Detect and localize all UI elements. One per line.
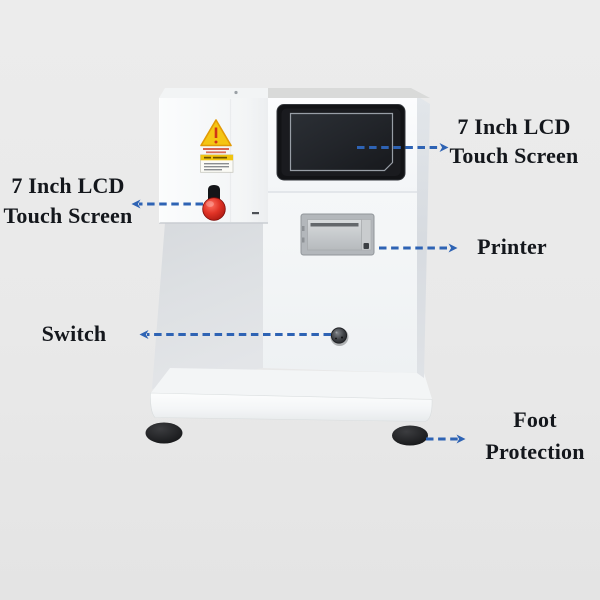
touch-screen: [276, 104, 406, 181]
label-line: Foot: [513, 407, 557, 432]
label-line: 7 Inch LCD: [457, 114, 571, 139]
label-line: Touch Screen: [3, 202, 133, 228]
label-lcd-touch-screen-left: 7 Inch LCD Touch Screen: [0, 171, 139, 230]
label-printer: Printer: [477, 234, 547, 259]
printer-feed-button: [363, 243, 369, 249]
base-front-face: [150, 392, 433, 422]
machine-base: [150, 368, 433, 422]
top-vent-dot: [234, 90, 238, 95]
machine-top-face-left: [159, 88, 268, 98]
machine-inner-wall: [152, 210, 263, 389]
label-line: 7 Inch LCD: [11, 173, 125, 198]
label-switch: Switch: [41, 321, 107, 346]
touch-screen-display: [289, 112, 394, 172]
annotation-arrows: [131, 143, 466, 444]
label-foot-protection: Foot Protection: [458, 404, 600, 467]
label-lcd-touch-screen-right: 7 Inch LCD Touch Screen: [440, 113, 588, 170]
power-switch-knob: [330, 327, 349, 346]
foot-right: [392, 425, 428, 446]
emergency-stop-button: [202, 185, 226, 221]
printer-unit: [300, 213, 375, 256]
foot-left: [145, 422, 183, 444]
caution-label: [200, 154, 234, 173]
label-line: Protection: [485, 438, 585, 464]
printer-paper-slot: [310, 223, 359, 227]
machine-top-face-right: [268, 88, 430, 98]
panel-seam-tick: [252, 212, 259, 215]
warning-sticker: [200, 119, 232, 154]
machine-right-side: [417, 96, 430, 378]
label-line: Touch Screen: [449, 142, 579, 168]
base-top-face: [150, 368, 432, 399]
